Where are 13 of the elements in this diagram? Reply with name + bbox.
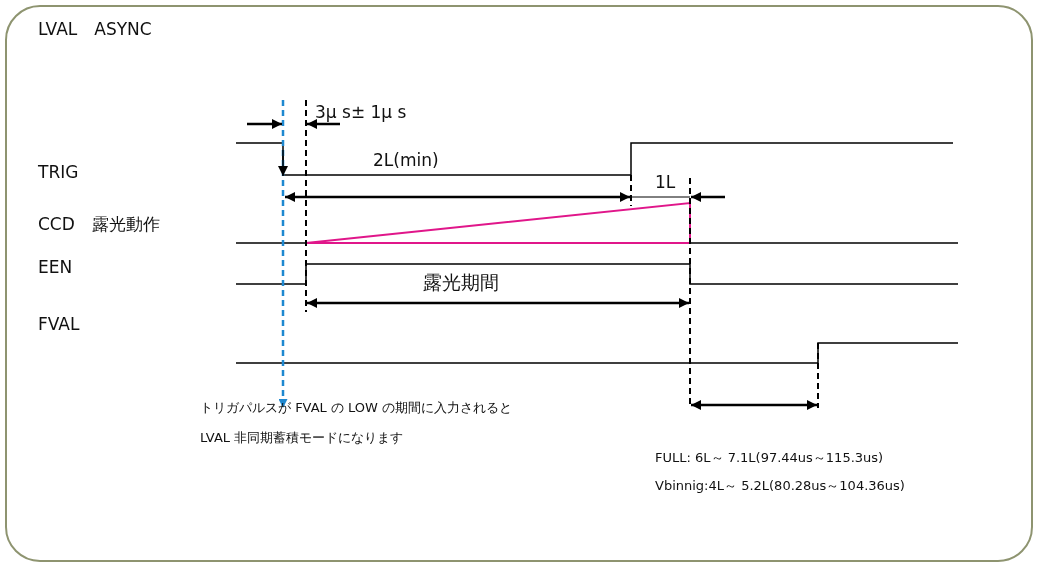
signal-name: TRIG: [38, 163, 79, 183]
timing-label: 露光期間: [423, 272, 499, 294]
signal-name: EEN: [38, 258, 73, 278]
timing-label: 3μ s± 1μ s: [315, 103, 407, 123]
note-text: Vbinnig:4L～ 5.2L(80.28us～104.36us): [655, 479, 905, 494]
note-text: トリガパルスが FVAL の LOW の期間に入力されると: [200, 401, 513, 416]
signal-name: CCD 露光動作: [38, 215, 160, 235]
note-text: LVAL 非同期蓄積モードになります: [200, 431, 404, 446]
timing-label: 2L(min): [373, 151, 439, 171]
diagram-title: LVAL ASYNC: [38, 20, 152, 40]
signal-name: FVAL: [38, 315, 80, 335]
note-text: FULL: 6L～ 7.1L(97.44us～115.3us): [655, 451, 884, 466]
timing-label: 1L: [655, 173, 676, 193]
